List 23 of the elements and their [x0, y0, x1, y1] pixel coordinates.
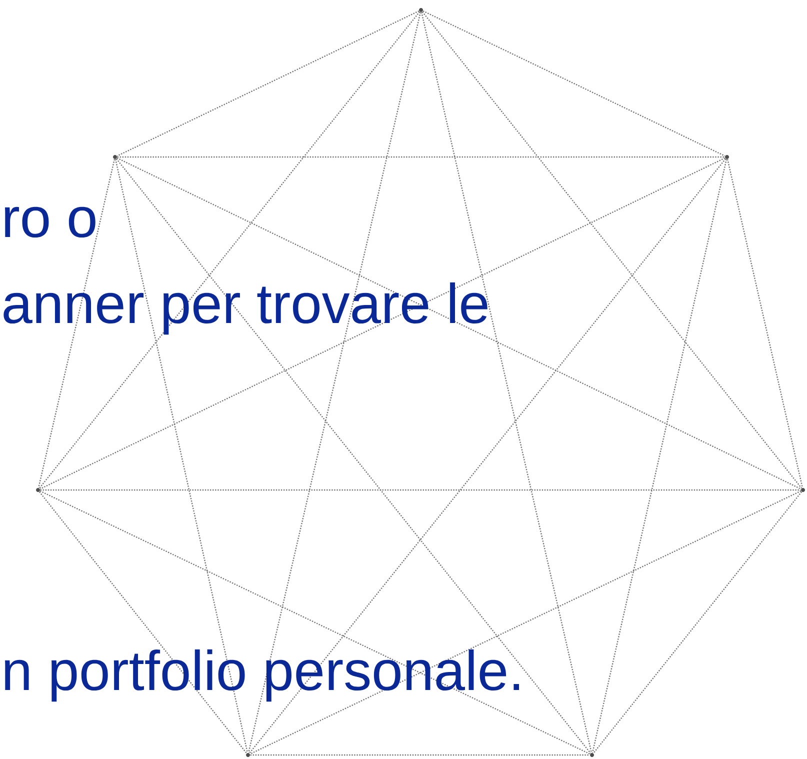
dotted-line	[40, 157, 726, 490]
dotted-line	[592, 491, 802, 754]
dotted-line	[116, 158, 592, 754]
text-line: anner per trovare le	[4, 282, 488, 335]
dotted-line	[726, 159, 804, 488]
dotted-line	[250, 490, 802, 755]
dotted-line	[114, 159, 248, 753]
dotted-line	[116, 157, 802, 490]
dotted-line	[422, 11, 802, 489]
dotted-line	[38, 159, 116, 488]
dotted-line	[420, 12, 592, 753]
dotted-line	[117, 156, 725, 158]
dotted-line	[248, 12, 422, 753]
dotted-line	[116, 10, 420, 157]
dotted-line	[248, 158, 726, 754]
text-line: ro o	[5, 206, 96, 238]
dotted-line	[38, 491, 248, 754]
dotted-line	[422, 10, 726, 157]
dotted-line	[40, 489, 801, 491]
dotted-line	[592, 159, 728, 753]
dotted-line	[250, 754, 590, 756]
dotted-line	[40, 490, 590, 755]
dotted-line	[38, 11, 420, 489]
